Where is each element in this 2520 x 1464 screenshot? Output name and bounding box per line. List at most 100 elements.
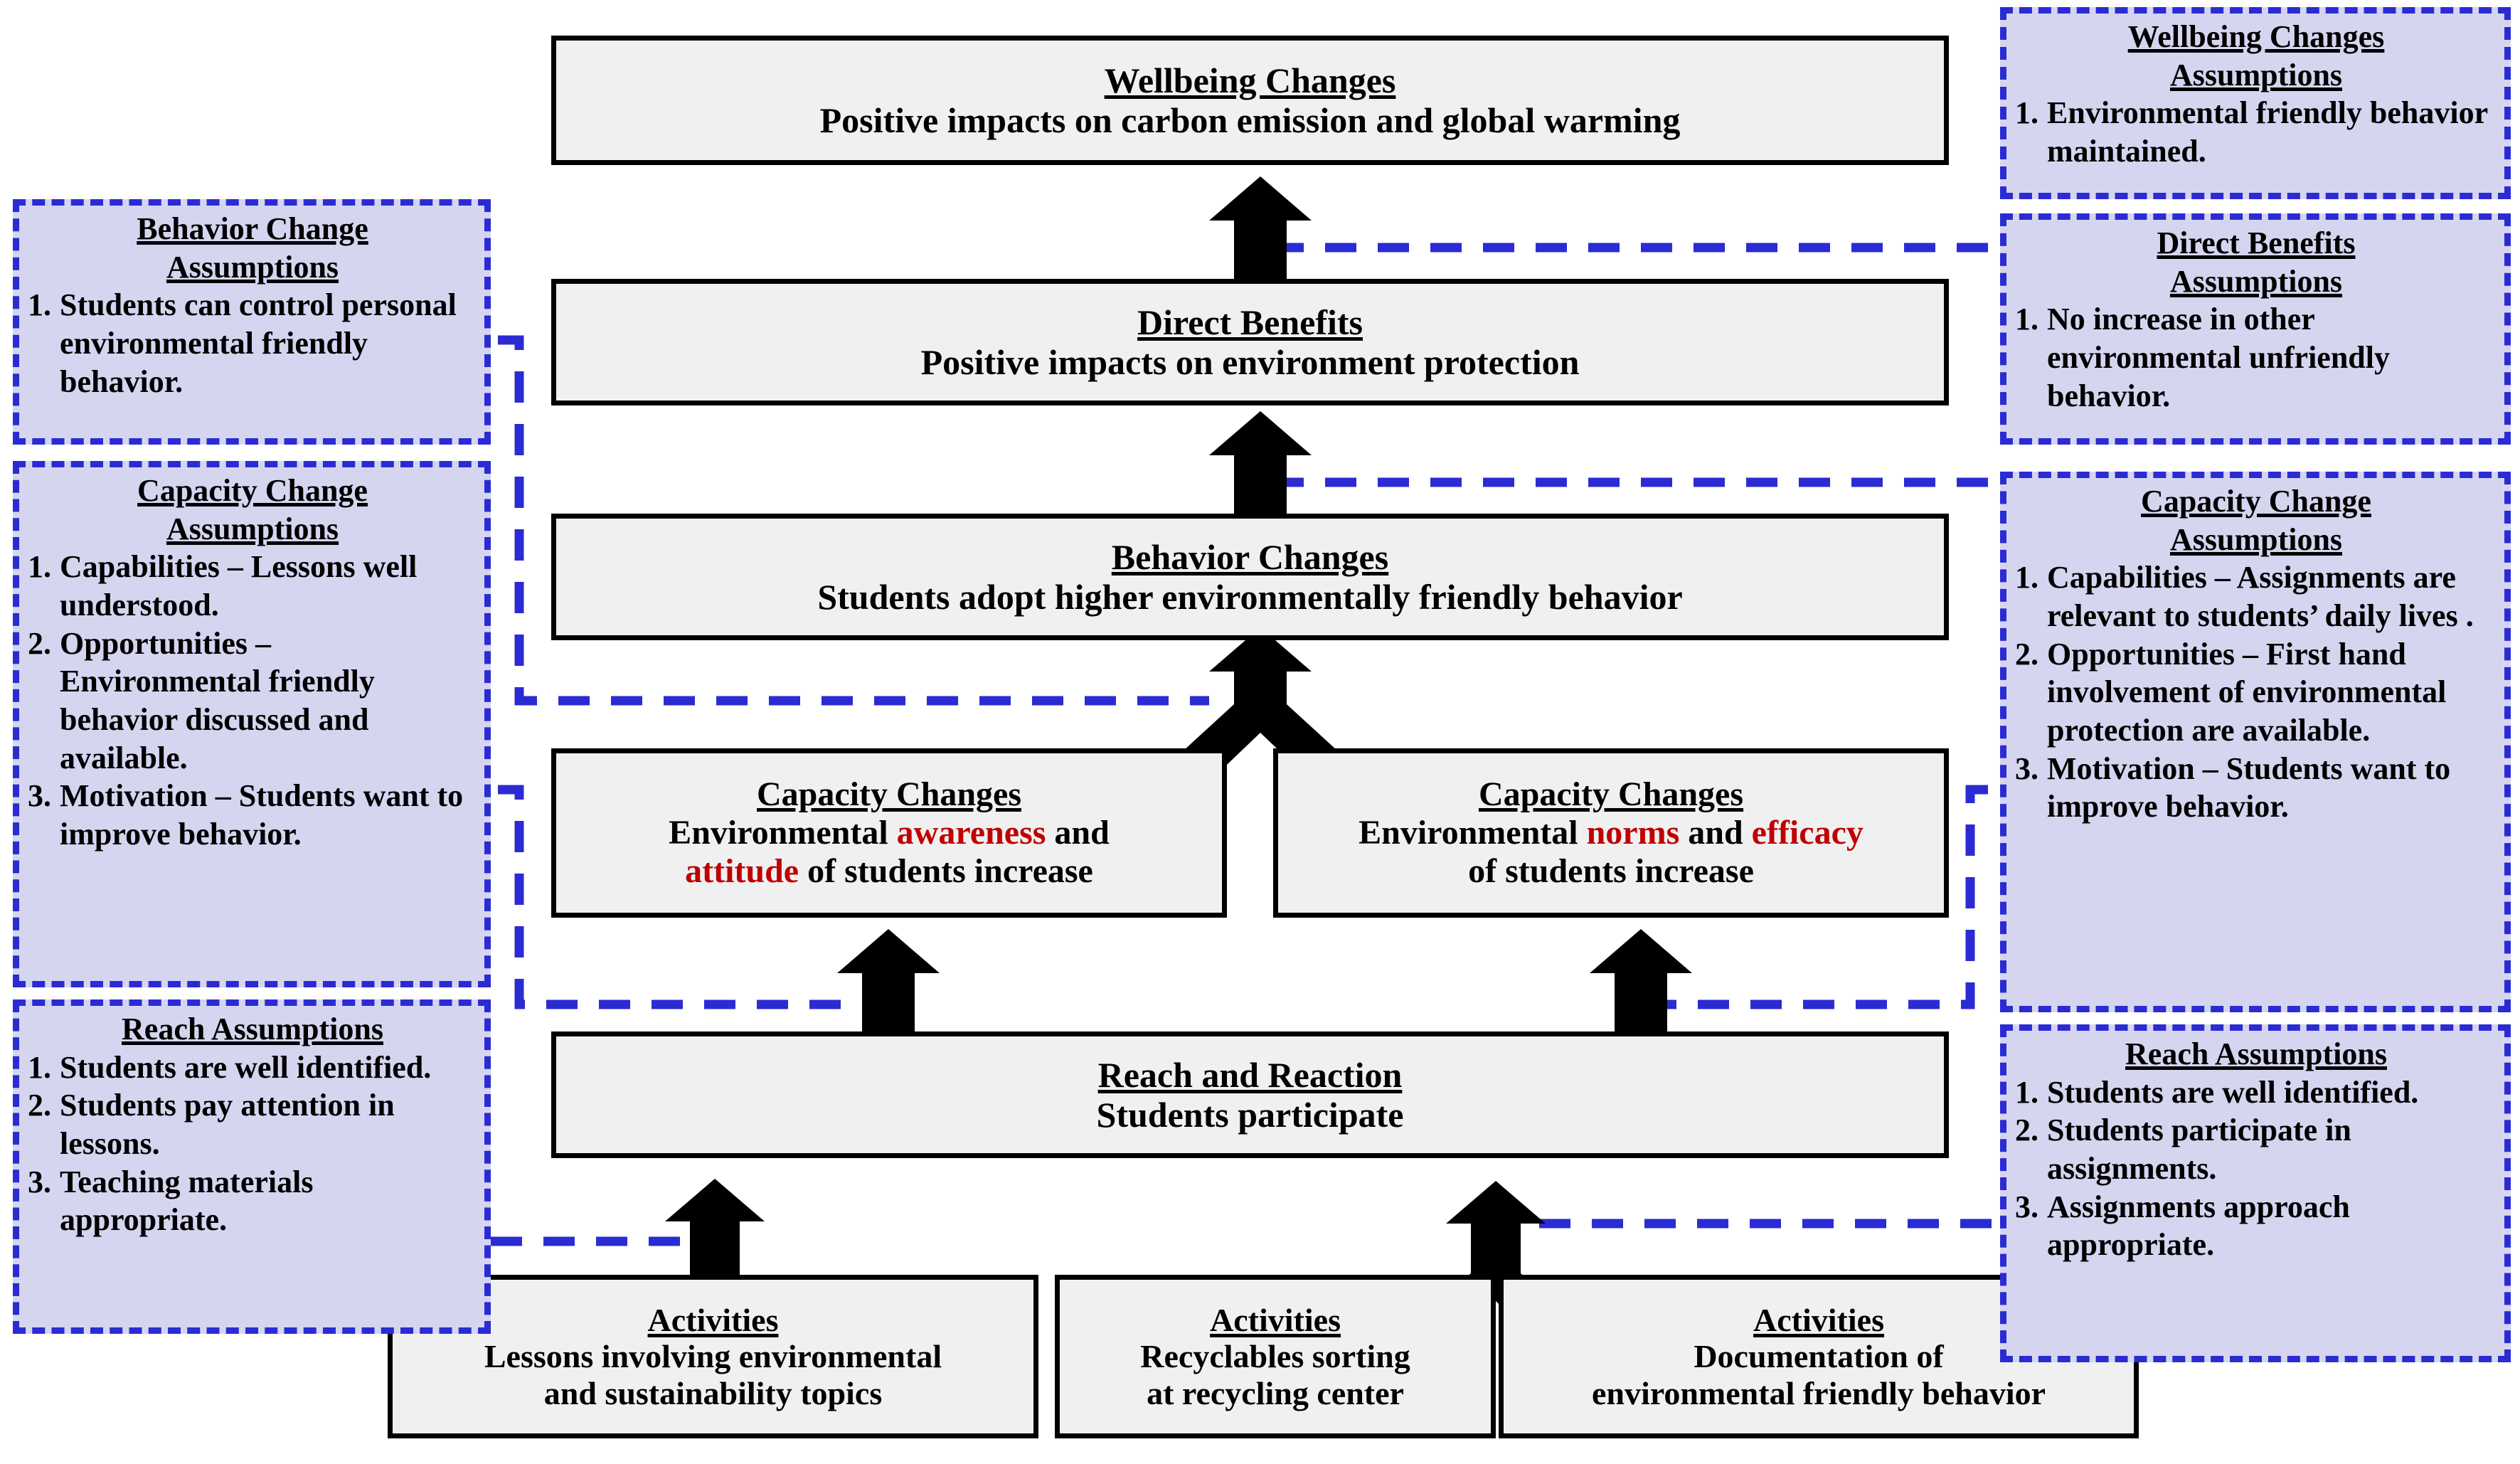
assumption-item-number: 2.: [28, 625, 51, 661]
assumption-item-number: 2.: [28, 1088, 51, 1123]
assumption-item-text: Teaching materials appropriate.: [60, 1164, 314, 1238]
assumption-item-text: Students can control personal environmen…: [60, 287, 457, 399]
assumption-item-number: 1.: [28, 549, 51, 585]
assumption-item-number: 1.: [28, 287, 51, 323]
box-wellbeing-changes-body: Positive impacts on carbon emission and …: [819, 100, 1681, 140]
assumption-item-text: Environmental friendly behavior maintain…: [2047, 95, 2488, 169]
capacity-left-line1-plain-a: Environmental: [669, 814, 897, 852]
box-capacity-changes-left-body: Environmental awareness and attitude of …: [669, 814, 1110, 891]
arrow-direct-to-wellbeing: [1209, 176, 1312, 280]
arrow-reach-to-capacity-right: [1590, 929, 1692, 1033]
capacity-left-line1-plain-b: and: [1046, 814, 1110, 852]
box-activity-documentation[interactable]: Activities Documentation of environmenta…: [1499, 1275, 2139, 1438]
assumption-capacity-change-right-title-line1: Capacity Change: [2141, 484, 2371, 519]
assumption-direct-benefits-title-line2: Assumptions: [2169, 263, 2343, 299]
capacity-right-line1-plain-a: Environmental: [1359, 814, 1587, 852]
box-direct-benefits[interactable]: Direct Benefits Positive impacts on envi…: [551, 279, 1949, 405]
assumption-item-number: 2.: [2015, 636, 2038, 672]
arrow-reach-to-capacity-left: [837, 929, 940, 1033]
assumption-item-number: 1.: [2015, 1074, 2038, 1110]
assumption-behavior-change-left[interactable]: Behavior Change Assumptions 1. Students …: [13, 199, 491, 445]
assumption-item-number: 3.: [28, 778, 51, 814]
assumption-item-number: 3.: [28, 1164, 51, 1199]
assumption-item-text: Assignments approach appropriate.: [2047, 1189, 2350, 1263]
box-activity-lessons[interactable]: Activities Lessons involving environment…: [388, 1275, 1038, 1438]
assumption-capacity-change-left-title-line1: Capacity Change: [137, 473, 368, 508]
box-capacity-changes-left[interactable]: Capacity Changes Environmental awareness…: [551, 748, 1227, 918]
assumption-item-text: Motivation – Students want to improve be…: [2047, 750, 2451, 824]
list-item: 1. Students can control personal environ…: [28, 286, 477, 401]
assumption-wellbeing-changes-title-line2: Assumptions: [2169, 57, 2343, 92]
box-behavior-changes-body: Students adopt higher environmentally fr…: [817, 577, 1683, 617]
box-capacity-changes-right[interactable]: Capacity Changes Environmental norms and…: [1273, 748, 1949, 918]
capacity-left-line2-plain: of students increase: [799, 852, 1093, 890]
assumption-reach-right-title: Reach Assumptions: [2125, 1036, 2387, 1071]
assumption-reach-left-title: Reach Assumptions: [122, 1012, 383, 1046]
box-activity-recycling-title: Activities: [1210, 1301, 1341, 1338]
box-activity-lessons-line1: Lessons involving environmental: [484, 1338, 942, 1375]
list-item: 3. Teaching materials appropriate.: [28, 1163, 477, 1239]
assumption-item-number: 1.: [28, 1049, 51, 1085]
assumption-wellbeing-changes[interactable]: Wellbeing Changes Assumptions 1. Environ…: [2000, 7, 2511, 199]
assumption-item-number: 1.: [2015, 302, 2038, 337]
assumption-item-text: Capabilities – Lessons well understood.: [60, 549, 418, 623]
list-item: 1. Environmental friendly behavior maint…: [2015, 94, 2497, 170]
box-reach-and-reaction-title: Reach and Reaction: [1097, 1055, 1403, 1095]
box-activity-documentation-line2: environmental friendly behavior: [1591, 1374, 2046, 1411]
assumption-item-number: 3.: [2015, 750, 2038, 786]
assumption-reach-left-list: 1. Students are well identified. 2. Stud…: [28, 1049, 477, 1239]
assumption-item-text: Capabilities – Assignments are relevant …: [2047, 560, 2474, 634]
assumption-capacity-change-left-title-line2: Assumptions: [166, 511, 339, 546]
assumption-item-text: Opportunities – First hand involvement o…: [2047, 636, 2447, 748]
capacity-left-highlight-awareness: awareness: [896, 814, 1046, 852]
box-direct-benefits-title: Direct Benefits: [1137, 302, 1363, 342]
capacity-right-line1-mid: and: [1679, 814, 1752, 852]
assumption-item-text: Students pay attention in lessons.: [60, 1088, 395, 1162]
list-item: 2. Opportunities – First hand involvemen…: [2015, 635, 2497, 750]
assumption-reach-right-list: 1. Students are well identified. 2. Stud…: [2015, 1073, 2497, 1264]
box-behavior-changes[interactable]: Behavior Changes Students adopt higher e…: [551, 514, 1949, 640]
box-wellbeing-changes-title: Wellbeing Changes: [1104, 60, 1396, 100]
assumption-item-number: 2.: [2015, 1113, 2038, 1148]
list-item: 1. Students are well identified.: [28, 1049, 477, 1087]
assumption-reach-left[interactable]: Reach Assumptions 1. Students are well i…: [13, 999, 491, 1334]
assumption-item-text: No increase in other environmental unfri…: [2047, 302, 2391, 413]
assumption-behavior-change-list: 1. Students can control personal environ…: [28, 286, 477, 401]
box-behavior-changes-title: Behavior Changes: [1111, 537, 1389, 577]
assumption-item-text: Students participate in assignments.: [2047, 1113, 2351, 1187]
box-wellbeing-changes[interactable]: Wellbeing Changes Positive impacts on ca…: [551, 36, 1949, 165]
assumption-direct-benefits[interactable]: Direct Benefits Assumptions 1. No increa…: [2000, 213, 2511, 445]
box-reach-and-reaction-body: Students participate: [1096, 1095, 1404, 1135]
arrow-activity1-to-reach: [665, 1179, 765, 1277]
box-activity-lessons-title: Activities: [647, 1301, 779, 1338]
assumption-behavior-change-title-line1: Behavior Change: [137, 211, 368, 246]
capacity-right-highlight-norms: norms: [1586, 814, 1680, 852]
assumption-capacity-change-left[interactable]: Capacity Change Assumptions 1. Capabilit…: [13, 461, 491, 987]
assumption-item-text: Motivation – Students want to improve be…: [60, 778, 464, 852]
assumption-capacity-change-right[interactable]: Capacity Change Assumptions 1. Capabilit…: [2000, 472, 2511, 1012]
list-item: 1. Capabilities – Assignments are releva…: [2015, 558, 2497, 635]
box-activity-documentation-title: Activities: [1753, 1301, 1884, 1338]
assumption-wellbeing-changes-list: 1. Environmental friendly behavior maint…: [2015, 94, 2497, 170]
assumption-direct-benefits-list: 1. No increase in other environmental un…: [2015, 300, 2497, 415]
box-direct-benefits-body: Positive impacts on environment protecti…: [920, 342, 1580, 382]
list-item: 3. Motivation – Students want to improve…: [28, 777, 477, 853]
assumption-item-number: 1.: [2015, 560, 2038, 595]
box-activity-recycling-line2: at recycling center: [1147, 1374, 1404, 1411]
box-capacity-changes-right-body: Environmental norms and efficacy of stud…: [1359, 814, 1864, 891]
list-item: 2. Students participate in assignments.: [2015, 1111, 2497, 1187]
box-activity-recycling[interactable]: Activities Recyclables sorting at recycl…: [1055, 1275, 1496, 1438]
box-reach-and-reaction[interactable]: Reach and Reaction Students participate: [551, 1031, 1949, 1158]
assumption-reach-right[interactable]: Reach Assumptions 1. Students are well i…: [2000, 1024, 2511, 1362]
assumption-wellbeing-changes-title-line1: Wellbeing Changes: [2127, 19, 2385, 54]
assumption-capacity-change-right-title-line2: Assumptions: [2169, 521, 2343, 557]
assumption-item-text: Students are well identified.: [60, 1049, 432, 1085]
assumption-item-number: 1.: [2015, 95, 2038, 131]
assumption-behavior-change-title-line2: Assumptions: [166, 249, 339, 285]
assumption-direct-benefits-title-line1: Direct Benefits: [2157, 226, 2356, 260]
box-activity-documentation-line1: Documentation of: [1694, 1338, 1944, 1375]
list-item: 1. Students are well identified.: [2015, 1073, 2497, 1112]
capacity-right-line2: of students increase: [1468, 852, 1754, 890]
list-item: 2. Students pay attention in lessons.: [28, 1086, 477, 1162]
list-item: 3. Assignments approach appropriate.: [2015, 1188, 2497, 1264]
